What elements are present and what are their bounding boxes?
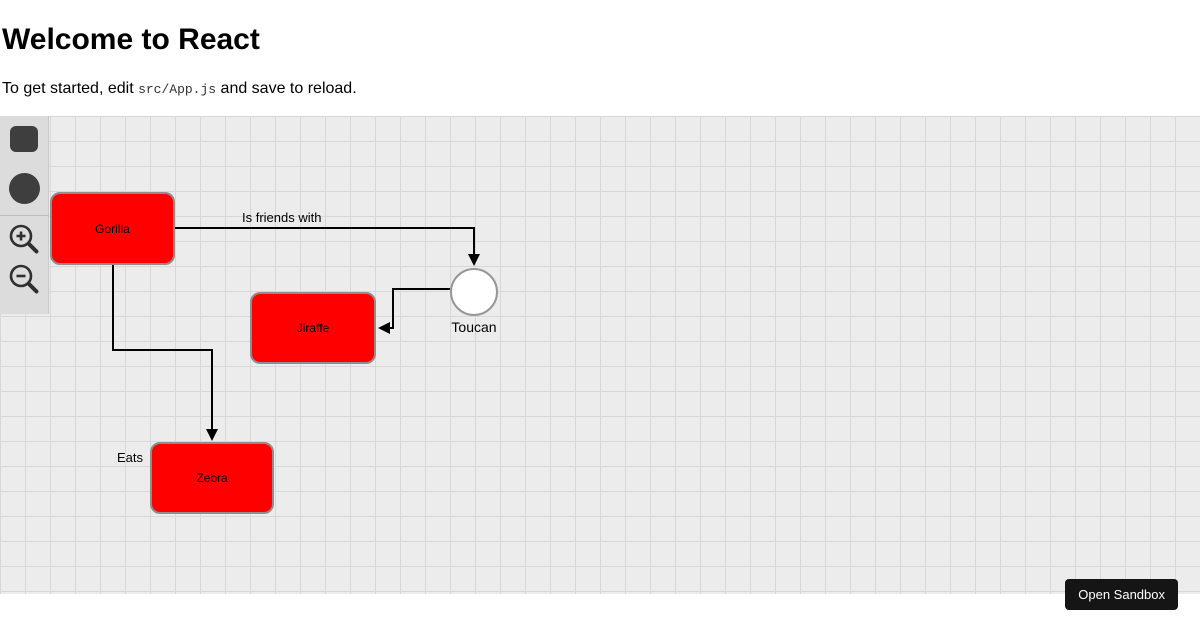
- open-sandbox-button[interactable]: Open Sandbox: [1065, 579, 1178, 610]
- edge-toucan-jiraffe: [390, 288, 450, 329]
- node-zebra[interactable]: Zebra: [150, 442, 274, 514]
- edge-gorilla-zebra: [112, 265, 213, 429]
- zoom-in-icon: [9, 224, 39, 254]
- edge-arrowheads: [206, 254, 480, 441]
- zoom-in-button[interactable]: [7, 222, 41, 256]
- node-jiraffe-label: Jiraffe: [296, 321, 330, 335]
- edge-label-is-friends-with: Is friends with: [242, 210, 322, 225]
- intro-text: To get started, edit src/App.js and save…: [0, 79, 1200, 99]
- toolbar-divider: [0, 215, 49, 216]
- edge-label-eats: Eats: [117, 450, 144, 465]
- zoom-out-icon: [9, 264, 39, 294]
- edge-layer: [112, 227, 480, 441]
- zoom-out-button[interactable]: [7, 262, 41, 296]
- edge-lines: [112, 227, 475, 429]
- node-jiraffe[interactable]: Jiraffe: [250, 292, 376, 364]
- shape-toolbar: [0, 116, 49, 314]
- intro-suffix: and save to reload.: [216, 80, 357, 97]
- edge-gorilla-toucan: [175, 227, 475, 254]
- rectangle-tool-button[interactable]: [10, 116, 38, 152]
- node-gorilla-label: Gorilla: [95, 221, 130, 236]
- node-gorilla[interactable]: Gorilla: [50, 192, 175, 265]
- intro-code: src/App.js: [138, 82, 217, 97]
- arrowhead-toucan: [468, 254, 480, 266]
- circle-icon: [8, 173, 40, 204]
- diagram-canvas[interactable]: Gorilla Jiraffe Zebra Is friends with Ea…: [0, 116, 1200, 594]
- arrowhead-jiraffe: [378, 322, 390, 334]
- node-toucan-label: Toucan: [451, 319, 497, 335]
- arrowhead-zebra: [206, 429, 218, 441]
- node-toucan[interactable]: [450, 268, 498, 316]
- circle-tool-button[interactable]: [8, 152, 40, 204]
- page-title: Welcome to React: [2, 23, 260, 56]
- intro-prefix: To get started, edit: [2, 80, 139, 97]
- rectangle-icon: [10, 126, 38, 152]
- node-zebra-label: Zebra: [196, 471, 228, 485]
